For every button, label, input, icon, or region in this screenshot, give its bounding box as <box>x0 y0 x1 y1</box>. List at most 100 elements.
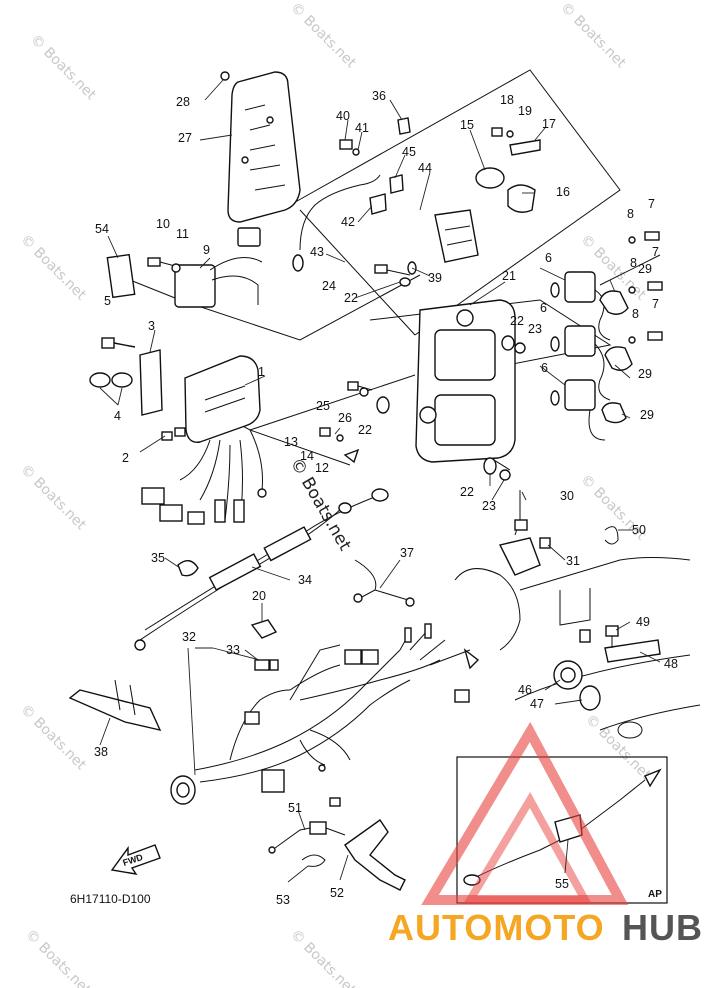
callout[interactable]: 40 <box>336 109 350 123</box>
part-49-screw[interactable] <box>579 625 619 648</box>
part-11-washer[interactable] <box>171 263 181 273</box>
part-30-lead-wire[interactable] <box>514 490 528 536</box>
callout[interactable]: 41 <box>355 121 369 135</box>
part-24-22-bolt[interactable] <box>374 261 417 287</box>
part-36-40-41-fasteners[interactable] <box>339 117 411 156</box>
part-6-ignition-coil[interactable] <box>550 271 611 341</box>
callout[interactable]: 12 <box>315 461 329 475</box>
callout[interactable]: 6 <box>545 251 552 265</box>
part-53-clip[interactable] <box>301 854 326 867</box>
callout[interactable]: 50 <box>632 523 646 537</box>
callout[interactable]: 29 <box>640 408 654 422</box>
callout[interactable]: 9 <box>203 243 210 257</box>
callout[interactable]: 8 <box>630 256 637 270</box>
part-4-clamps[interactable] <box>89 372 133 388</box>
callout[interactable]: 37 <box>400 546 414 560</box>
part-5-bolt[interactable] <box>101 337 136 349</box>
callout[interactable]: 15 <box>460 118 474 132</box>
part-50-clip[interactable] <box>604 526 619 545</box>
part-37-ground-wire[interactable] <box>353 559 415 607</box>
part-28-screw[interactable] <box>204 71 230 101</box>
callout[interactable]: 27 <box>178 131 192 145</box>
callout[interactable]: 38 <box>94 745 108 759</box>
callout[interactable]: 8 <box>627 207 634 221</box>
callout[interactable]: 8 <box>632 307 639 321</box>
callout[interactable]: 30 <box>560 489 574 503</box>
part-15-switch[interactable] <box>475 167 505 189</box>
callout[interactable]: 16 <box>556 185 570 199</box>
callout[interactable]: 32 <box>182 630 196 644</box>
callout[interactable]: 44 <box>418 161 432 175</box>
callout[interactable]: 5 <box>104 294 111 308</box>
part-6-ignition-coil[interactable] <box>550 379 606 441</box>
part-51-switch[interactable] <box>268 821 346 854</box>
callout[interactable]: 33 <box>226 643 240 657</box>
callout[interactable]: 45 <box>402 145 416 159</box>
callout[interactable]: 29 <box>638 367 652 381</box>
part-7-8-screws[interactable] <box>628 231 663 344</box>
part-16-grommet[interactable] <box>507 184 536 213</box>
callout[interactable]: 17 <box>542 117 556 131</box>
callout[interactable]: 6 <box>540 301 547 315</box>
callout[interactable]: 19 <box>518 104 532 118</box>
part-31-sensor[interactable] <box>498 537 551 576</box>
part-3-bracket[interactable] <box>139 349 163 416</box>
part-2-connectors[interactable] <box>161 427 186 441</box>
callout[interactable]: 55 <box>555 877 569 891</box>
part-38-holder[interactable] <box>68 679 162 731</box>
callout[interactable]: 7 <box>652 297 659 311</box>
part-43-wire[interactable] <box>292 174 381 272</box>
callout[interactable]: 36 <box>372 89 386 103</box>
part-52-bracket[interactable] <box>329 797 406 891</box>
callout[interactable]: 23 <box>528 322 542 336</box>
callout[interactable]: 54 <box>95 222 109 236</box>
callout[interactable]: 13 <box>284 435 298 449</box>
part-9-rectifier[interactable] <box>174 227 263 308</box>
callout[interactable]: 23 <box>482 499 496 513</box>
callout[interactable]: 29 <box>638 262 652 276</box>
callout[interactable]: 26 <box>338 411 352 425</box>
part-39-relay-board[interactable] <box>434 209 479 263</box>
callout[interactable]: 14 <box>300 449 314 463</box>
callout[interactable]: 24 <box>322 279 336 293</box>
callout[interactable]: 39 <box>428 271 442 285</box>
callout[interactable]: 22 <box>344 291 358 305</box>
part-20-clip[interactable] <box>250 619 278 639</box>
part-32-main-harness[interactable] <box>170 623 480 805</box>
callout[interactable]: 21 <box>502 269 516 283</box>
callout[interactable]: 4 <box>114 409 121 423</box>
callout[interactable]: 20 <box>252 589 266 603</box>
callout[interactable]: 11 <box>176 227 189 241</box>
part-10-bolt[interactable] <box>147 257 176 267</box>
part-33-connector[interactable] <box>254 659 279 671</box>
part-46-grommet[interactable] <box>553 660 583 690</box>
callout[interactable]: 7 <box>652 245 659 259</box>
callout[interactable]: 10 <box>156 217 170 231</box>
callout[interactable]: 1 <box>258 365 265 379</box>
callout[interactable]: 28 <box>176 95 190 109</box>
callout[interactable]: 18 <box>500 93 514 107</box>
callout[interactable]: 22 <box>358 423 372 437</box>
callout[interactable]: 49 <box>636 615 650 629</box>
callout[interactable]: 46 <box>518 683 532 697</box>
callout[interactable]: 51 <box>288 801 302 815</box>
part-42-45-grommets[interactable] <box>369 174 404 215</box>
callout[interactable]: 6 <box>541 361 548 375</box>
part-6-ignition-coil[interactable] <box>550 325 611 401</box>
part-54-label[interactable] <box>106 235 136 299</box>
callout[interactable]: 31 <box>566 554 580 568</box>
part-47-seal[interactable] <box>579 685 601 711</box>
callout[interactable]: 22 <box>510 314 524 328</box>
part-29-plug-cap[interactable] <box>599 290 633 424</box>
part-small-fasteners[interactable] <box>319 335 526 481</box>
part-48-bracket[interactable] <box>604 639 661 663</box>
callout[interactable]: 48 <box>664 657 678 671</box>
part-21-base-plate[interactable] <box>415 299 516 463</box>
callout[interactable]: 52 <box>330 886 344 900</box>
callout[interactable]: 2 <box>122 451 129 465</box>
part-1-cdi-unit[interactable] <box>141 355 267 525</box>
callout[interactable]: 35 <box>151 551 165 565</box>
part-27-cover[interactable] <box>227 71 301 223</box>
part-17-bracket[interactable] <box>509 139 541 156</box>
callout[interactable]: 22 <box>460 485 474 499</box>
